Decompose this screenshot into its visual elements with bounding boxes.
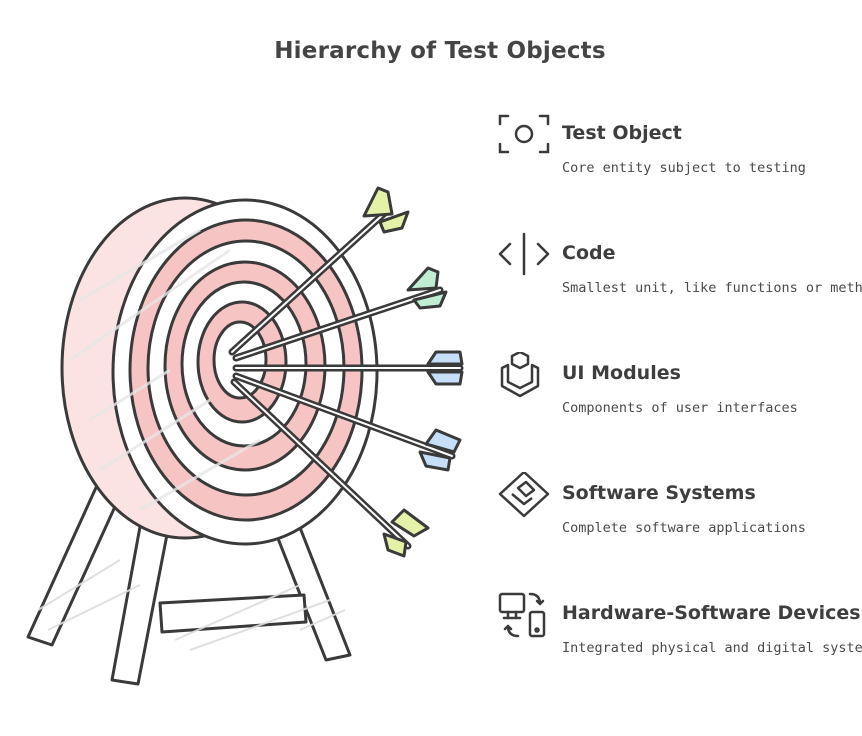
arrow-5	[230, 378, 430, 558]
item-label: Hardware-Software Devices	[562, 602, 861, 624]
item-description: Smallest unit, like functions or methods	[562, 280, 862, 296]
item-description: Components of user interfaces	[562, 400, 798, 416]
item-description: Core entity subject to testing	[562, 160, 806, 176]
item-label: Test Object	[562, 122, 682, 144]
arrow-2	[232, 266, 448, 362]
arrow-1	[228, 186, 410, 356]
arrow-4	[232, 372, 462, 472]
arrow-3	[232, 350, 464, 386]
target-illustration	[26, 186, 464, 686]
devices-sync-icon	[498, 592, 546, 638]
item-description: Integrated physical and digital systems	[562, 640, 862, 656]
focus-frame-icon	[498, 114, 550, 154]
diamond-layers-icon	[498, 472, 550, 518]
item-label: Software Systems	[562, 482, 756, 504]
item-label: UI Modules	[562, 362, 681, 384]
item-description: Complete software applications	[562, 520, 806, 536]
module-block-icon	[500, 352, 540, 398]
code-brackets-icon	[498, 232, 550, 276]
arrows	[228, 186, 464, 558]
item-label: Code	[562, 242, 616, 264]
diagram-title: Hierarchy of Test Objects	[274, 38, 606, 64]
